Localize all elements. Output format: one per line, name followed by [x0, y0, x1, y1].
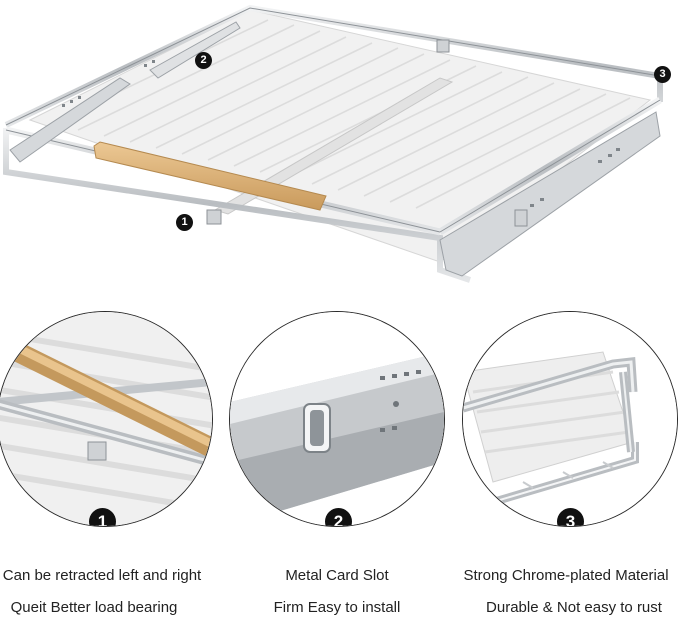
callout-badge-3: 3	[654, 66, 671, 83]
detail-circle-chrome-frame: 3	[462, 311, 678, 527]
product-hero-image: 1 2 3	[0, 0, 679, 300]
feature-3-title: Strong Chrome-plated Material	[463, 567, 669, 584]
feature-1-subtitle: Queit Better load bearing	[10, 599, 178, 616]
callout-badge-1: 1	[176, 214, 193, 231]
feature-1-title: Can be retracted left and right	[2, 567, 202, 584]
feature-badge-1: 1	[89, 508, 116, 526]
detail-circle-card-slot: 2	[229, 311, 445, 527]
feature-3-subtitle: Durable & Not easy to rust	[486, 599, 662, 616]
pull-out-drawer-illustration	[3, 4, 663, 283]
feature-2-subtitle: Firm Easy to install	[273, 599, 401, 616]
detail-circle-retractable-bar: 1	[0, 311, 213, 527]
feature-2-title: Metal Card Slot	[285, 567, 389, 584]
feature-badge-3: 3	[557, 508, 584, 526]
feature-badge-2: 2	[325, 508, 352, 526]
callout-badge-2: 2	[195, 52, 212, 69]
